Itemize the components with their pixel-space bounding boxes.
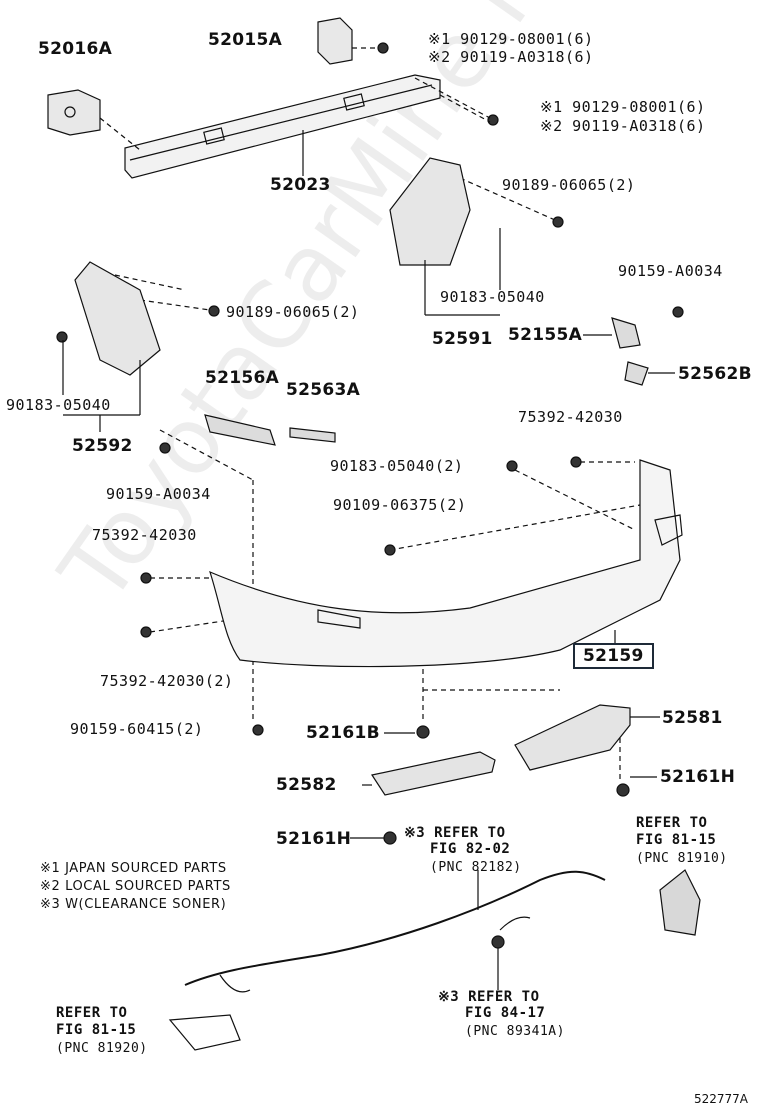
part-52156a: 52156A: [205, 368, 280, 388]
part-75392-2: 75392-42030(2): [100, 672, 234, 690]
ref-bottom-mid-line1: ※3 REFER TO: [438, 989, 540, 1005]
part-52563a: 52563A: [286, 380, 361, 400]
clip-52155a: [611, 317, 641, 349]
part-52562b: 52562B: [678, 364, 752, 384]
side-bracket-52591: [389, 157, 471, 266]
part-90159-60415: 90159-60415(2): [70, 720, 204, 738]
clip-52562b: [624, 361, 649, 386]
part-90109: 90109-06375(2): [333, 496, 467, 514]
sensor-bracket-left: [168, 1014, 241, 1051]
part-52155a: 52155A: [508, 325, 583, 345]
sensor-bracket-right: [659, 869, 701, 936]
bracket-52016a: [47, 89, 101, 136]
illustration-number: 522777A: [693, 1092, 748, 1106]
part-52582: 52582: [276, 775, 337, 795]
part-52161h-right: 52161H: [660, 767, 736, 787]
side-bracket-52592: [74, 261, 161, 376]
ref-mid-line1: ※3 REFER TO: [404, 825, 506, 841]
ref-bottom-left-line3: (PNC 81920): [56, 1041, 148, 1056]
part-90189-right: 90189-06065(2): [502, 176, 636, 194]
bracket-52015a: [317, 17, 353, 65]
part-52161h-left: 52161H: [276, 829, 352, 849]
part-90189-left: 90189-06065(2): [226, 303, 360, 321]
ref-right-line3: (PNC 81910): [636, 851, 728, 866]
retainer-52156a: [204, 414, 276, 446]
part-52023: 52023: [270, 175, 331, 195]
ref-right-line1: REFER TO: [636, 815, 708, 831]
ref-mid-line2: FIG 82-02: [430, 841, 511, 857]
bolt-top-local: ※2 90119-A0318(6): [428, 48, 594, 66]
part-90159-a0034-right: 90159-A0034: [618, 262, 723, 280]
part-90183-mid: 90183-05040: [440, 288, 545, 306]
ref-bottom-mid-line3: (PNC 89341A): [465, 1024, 565, 1039]
part-52159-highlight: 52159: [573, 643, 654, 669]
part-75392-left: 75392-42030: [92, 526, 197, 544]
wire-harness: [184, 870, 606, 986]
part-75392-right: 75392-42030: [518, 408, 623, 426]
bolt-right-local: ※2 90119-A0318(6): [540, 117, 706, 135]
part-52161b: 52161B: [306, 723, 380, 743]
note-local-sourced: ※2 LOCAL SOURCED PARTS: [40, 879, 231, 894]
note-clearance-sonar: ※3 W(CLEARANCE SONER): [40, 897, 227, 912]
ref-bottom-left-line1: REFER TO: [56, 1005, 128, 1021]
retainer-52563a: [289, 427, 336, 443]
part-52581: 52581: [662, 708, 723, 728]
part-52592: 52592: [72, 436, 133, 456]
under-cover-52581: [514, 704, 631, 771]
part-52015a: 52015A: [208, 30, 283, 50]
part-90183-left: 90183-05040: [6, 396, 111, 414]
ref-bottom-left-line2: FIG 81-15: [56, 1022, 137, 1038]
ref-right-line2: FIG 81-15: [636, 832, 717, 848]
ref-bottom-mid-line2: FIG 84-17: [465, 1005, 546, 1021]
part-52016a: 52016A: [38, 39, 113, 59]
part-90159-a0034-left: 90159-A0034: [106, 485, 211, 503]
bolt-top-japan: ※1 90129-08001(6): [428, 30, 594, 48]
note-japan-sourced: ※1 JAPAN SOURCED PARTS: [40, 861, 227, 876]
part-52591: 52591: [432, 329, 493, 349]
ref-mid-line3: (PNC 82182): [430, 860, 522, 875]
bolt-right-japan: ※1 90129-08001(6): [540, 98, 706, 116]
rear-bumper-cover: [209, 459, 681, 668]
part-90183-2: 90183-05040(2): [330, 457, 464, 475]
under-cover-52582: [371, 751, 496, 796]
reinforcement-beam: [124, 74, 441, 179]
